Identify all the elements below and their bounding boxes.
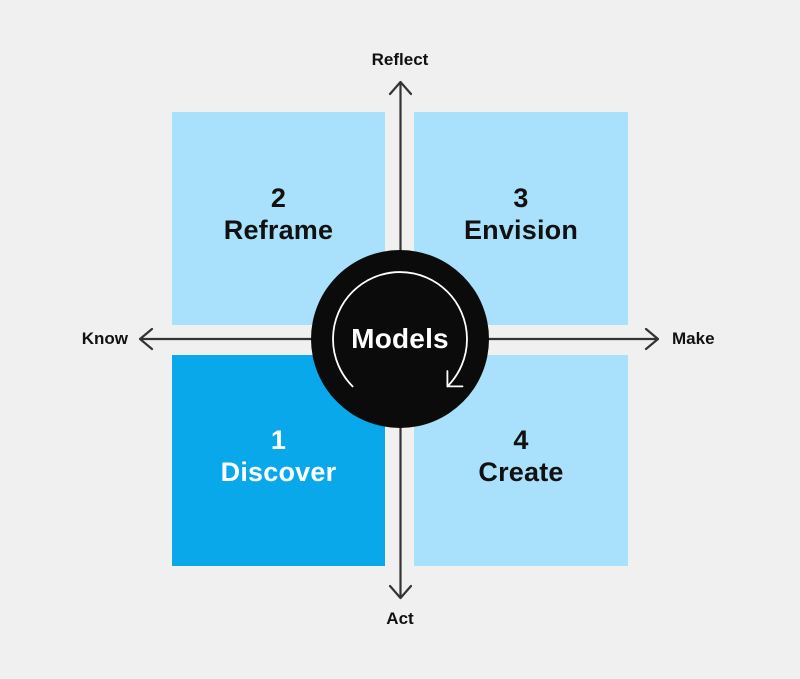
quadrant-text-block: 2 Reframe xyxy=(224,182,333,246)
arrow-right-icon xyxy=(644,327,660,351)
quadrant-text-block: 4 Create xyxy=(478,424,563,488)
quadrant-label: Create xyxy=(478,456,564,487)
axis-label-know: Know xyxy=(81,329,128,348)
quadrant-reframe: 2 Reframe xyxy=(172,112,385,325)
quadrant-number: 4 xyxy=(513,424,529,455)
arrow-up-icon xyxy=(388,80,413,96)
quadrant-number: 1 xyxy=(270,424,287,455)
axis-label-make: Make xyxy=(672,329,715,348)
quadrant-number: 3 xyxy=(513,182,529,213)
cycle-arrow-icon xyxy=(332,271,468,388)
quadrant-text-block: 3 Envision xyxy=(464,182,578,246)
center-label: Models xyxy=(351,323,449,354)
arrow-down-icon xyxy=(388,584,413,600)
quadrant-label: Envision xyxy=(463,214,579,245)
arrow-left-icon xyxy=(138,327,154,351)
axis-label-act: Act xyxy=(386,609,414,628)
quadrant-label: Reframe xyxy=(223,214,334,245)
quadrant-label: Discover xyxy=(220,456,337,487)
quadrant-number: 2 xyxy=(270,182,287,213)
quadrant-text-block: 1 Discover xyxy=(221,424,337,488)
center-circle: Models xyxy=(311,250,489,428)
axis-label-reflect: Reflect xyxy=(371,50,429,69)
